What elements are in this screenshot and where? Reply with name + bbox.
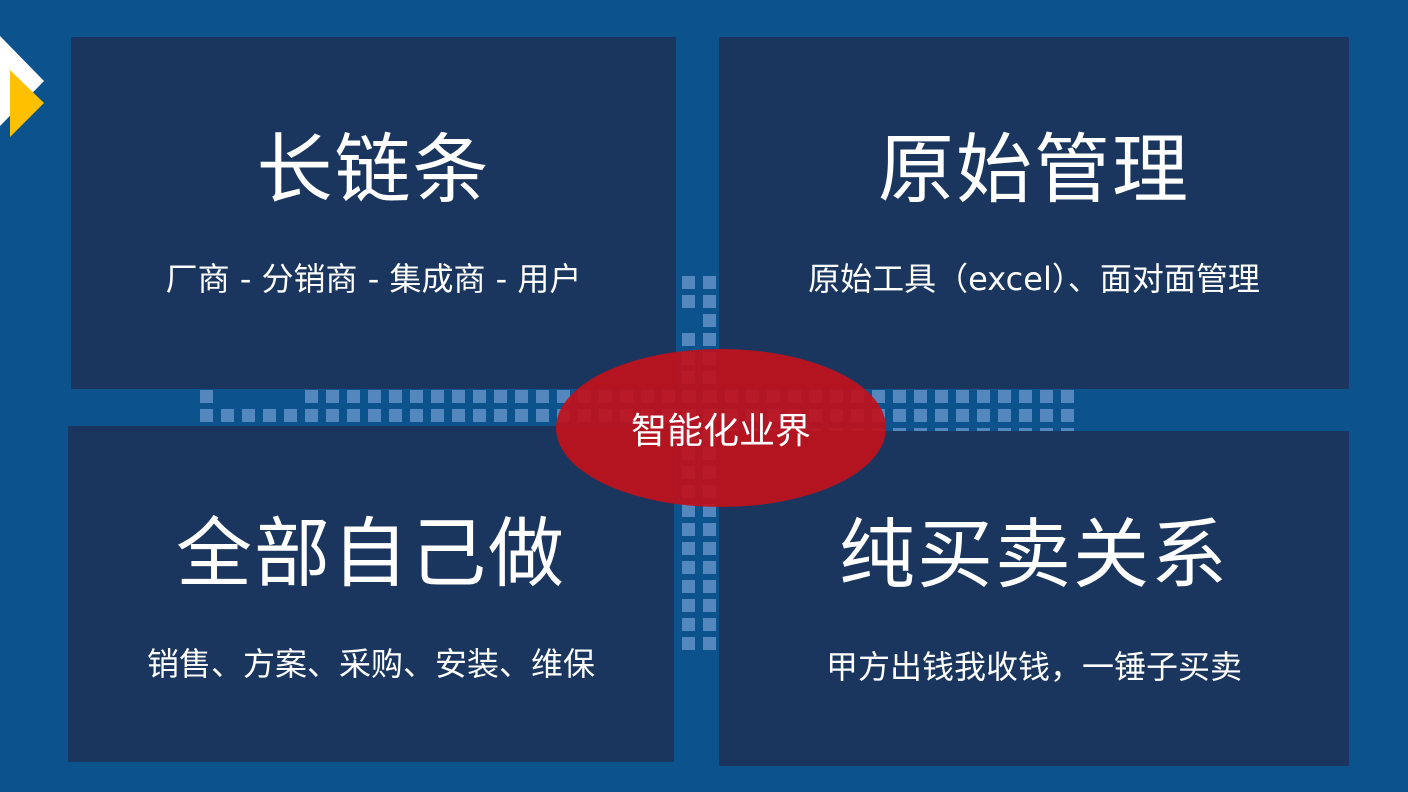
- center-ellipse: 智能化业界: [556, 349, 886, 507]
- dot: [893, 390, 906, 403]
- quadrant-subtitle: 厂商 - 分销商 - 集成商 - 用户: [165, 260, 582, 298]
- dot: [682, 599, 695, 612]
- dot: [703, 618, 716, 631]
- dot: [410, 390, 423, 403]
- dot: [473, 390, 486, 403]
- dot: [515, 409, 528, 422]
- dot: [703, 542, 716, 555]
- dot: [998, 390, 1011, 403]
- dot: [452, 409, 465, 422]
- dot: [1019, 409, 1032, 422]
- quadrant-subtitle: 原始工具（excel）、面对面管理: [808, 260, 1260, 298]
- dot: [682, 504, 695, 517]
- dot: [703, 333, 716, 346]
- dot: [682, 637, 695, 650]
- dot: [935, 409, 948, 422]
- dot: [1061, 390, 1074, 403]
- dot: [1061, 409, 1074, 422]
- dot: [682, 561, 695, 574]
- dot: [703, 276, 716, 289]
- dot: [682, 618, 695, 631]
- dot: [703, 637, 716, 650]
- dot: [893, 409, 906, 422]
- dot: [368, 390, 381, 403]
- dot: [1019, 390, 1032, 403]
- dot: [536, 409, 549, 422]
- dot: [326, 390, 339, 403]
- quadrant-subtitle: 销售、方案、采购、安装、维保: [146, 645, 595, 683]
- dot: [200, 409, 213, 422]
- dot: [200, 390, 213, 403]
- quadrant-title: 纯买卖关系: [839, 510, 1229, 599]
- dot: [703, 314, 716, 327]
- dot: [410, 409, 423, 422]
- dot: [221, 409, 234, 422]
- dot: [263, 409, 276, 422]
- dot: [935, 390, 948, 403]
- dot: [914, 390, 927, 403]
- dot: [452, 390, 465, 403]
- dot: [431, 390, 444, 403]
- dot: [326, 409, 339, 422]
- dot: [703, 561, 716, 574]
- dot: [389, 409, 402, 422]
- dot: [305, 409, 318, 422]
- dot: [682, 542, 695, 555]
- dot: [494, 390, 507, 403]
- dot: [998, 409, 1011, 422]
- dot: [305, 390, 318, 403]
- dot: [242, 409, 255, 422]
- dot: [494, 409, 507, 422]
- dot: [431, 409, 444, 422]
- dot: [536, 390, 549, 403]
- dot: [473, 409, 486, 422]
- dot: [1040, 409, 1053, 422]
- dot: [682, 523, 695, 536]
- dot: [682, 276, 695, 289]
- dot: [956, 409, 969, 422]
- dot: [1040, 390, 1053, 403]
- quadrant-title: 全部自己做: [176, 509, 566, 598]
- dot: [515, 390, 528, 403]
- dot: [682, 580, 695, 593]
- dot: [347, 409, 360, 422]
- dot: [368, 409, 381, 422]
- quadrant-primitive-management: 原始管理 原始工具（excel）、面对面管理: [719, 37, 1349, 389]
- dot: [977, 409, 990, 422]
- dot: [682, 295, 695, 308]
- dot: [703, 580, 716, 593]
- dot: [914, 409, 927, 422]
- dot: [389, 390, 402, 403]
- dot: [284, 409, 297, 422]
- center-label: 智能化业界: [630, 411, 811, 452]
- dot: [703, 295, 716, 308]
- dot: [977, 390, 990, 403]
- dot: [956, 390, 969, 403]
- dot: [682, 333, 695, 346]
- quadrant-title: 长链条: [256, 125, 491, 214]
- quadrant-title: 原始管理: [878, 125, 1190, 214]
- quadrant-do-everything: 全部自己做 销售、方案、采购、安装、维保: [68, 426, 674, 762]
- dot: [703, 504, 716, 517]
- dot: [347, 390, 360, 403]
- dot: [703, 523, 716, 536]
- logo-arrow-icon: [0, 36, 44, 137]
- dot: [703, 599, 716, 612]
- quadrant-subtitle: 甲方出钱我收钱，一锤子买卖: [825, 648, 1242, 686]
- quadrant-long-chain: 长链条 厂商 - 分销商 - 集成商 - 用户: [71, 37, 676, 389]
